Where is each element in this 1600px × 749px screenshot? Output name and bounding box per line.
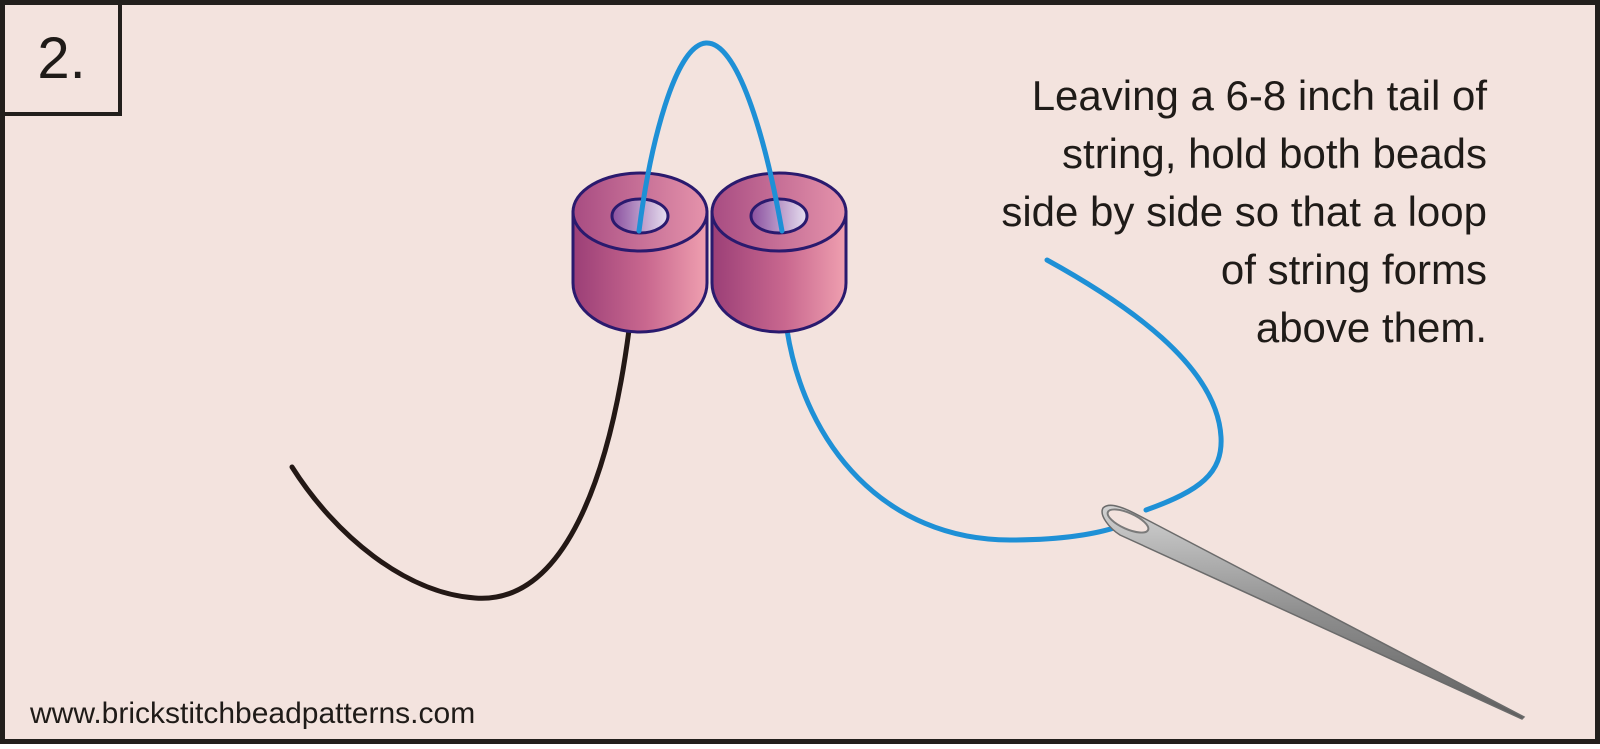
tail-thread	[289, 327, 632, 601]
instruction-line: side by side so that a loop	[1001, 188, 1487, 235]
instruction-line: of string forms	[1220, 246, 1487, 293]
instruction-line: above them.	[1255, 304, 1487, 351]
needle-icon	[1101, 504, 1526, 720]
working-thread-lower	[784, 327, 1123, 543]
instruction-text: Leaving a 6-8 inch tail of string, hold …	[867, 67, 1487, 357]
step-number: 2.	[37, 26, 86, 91]
working-thread-upper	[1044, 257, 1224, 513]
step-number-box: 2.	[5, 5, 122, 116]
stitch-illustration	[289, 40, 1526, 720]
instruction-line: Leaving a 6-8 inch tail of	[1031, 72, 1487, 119]
thread-loop	[636, 40, 785, 234]
website-link[interactable]: www.brickstitchbeadpatterns.com	[30, 697, 476, 730]
bead-icon	[710, 171, 848, 334]
instruction-line: string, hold both beads	[1062, 130, 1487, 177]
bead-icon	[571, 171, 709, 334]
